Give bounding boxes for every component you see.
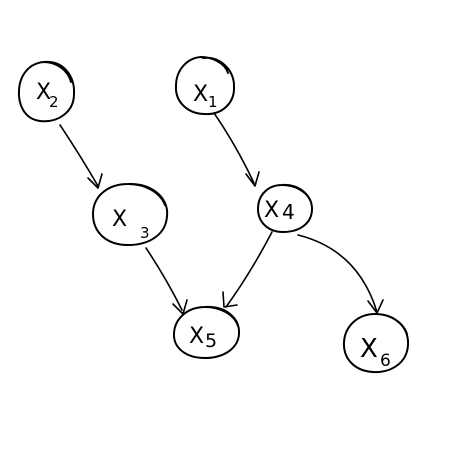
node-x4: X 4 bbox=[257, 183, 313, 233]
node-x5-letter: X bbox=[189, 324, 204, 349]
node-x1-circle bbox=[174, 56, 236, 116]
node-x1-index: 1 bbox=[208, 93, 218, 111]
node-x6-letter: X bbox=[360, 334, 378, 364]
node-x6: X 6 bbox=[342, 313, 410, 374]
node-x3-letter: X bbox=[112, 207, 127, 232]
node-x1-letter: X bbox=[193, 82, 208, 107]
node-x2-index: 2 bbox=[49, 93, 59, 111]
node-x5: X 5 bbox=[172, 305, 241, 359]
node-x1: X 1 bbox=[174, 56, 236, 116]
node-x6-circle bbox=[342, 313, 410, 374]
edge-x1-x4 bbox=[213, 112, 260, 187]
node-x2: X 2 bbox=[17, 60, 76, 123]
edge-x2-x3 bbox=[59, 124, 103, 189]
edge-x4-x6 bbox=[297, 234, 384, 314]
node-x2-circle bbox=[17, 60, 76, 123]
node-x4-circle bbox=[257, 183, 313, 233]
node-x4-letter: X bbox=[264, 198, 279, 223]
node-x3: X 3 bbox=[92, 182, 169, 246]
node-x4-index: 4 bbox=[282, 200, 295, 224]
node-x3-circle bbox=[92, 182, 169, 246]
node-x2-letter: X bbox=[36, 80, 51, 105]
node-x5-circle bbox=[172, 305, 241, 359]
node-x3-index: 3 bbox=[140, 224, 150, 242]
edge-x4-x5 bbox=[222, 231, 273, 308]
node-x6-index: 6 bbox=[380, 351, 391, 371]
edge-x3-x5 bbox=[145, 247, 188, 315]
node-x5-index: 5 bbox=[205, 330, 217, 352]
